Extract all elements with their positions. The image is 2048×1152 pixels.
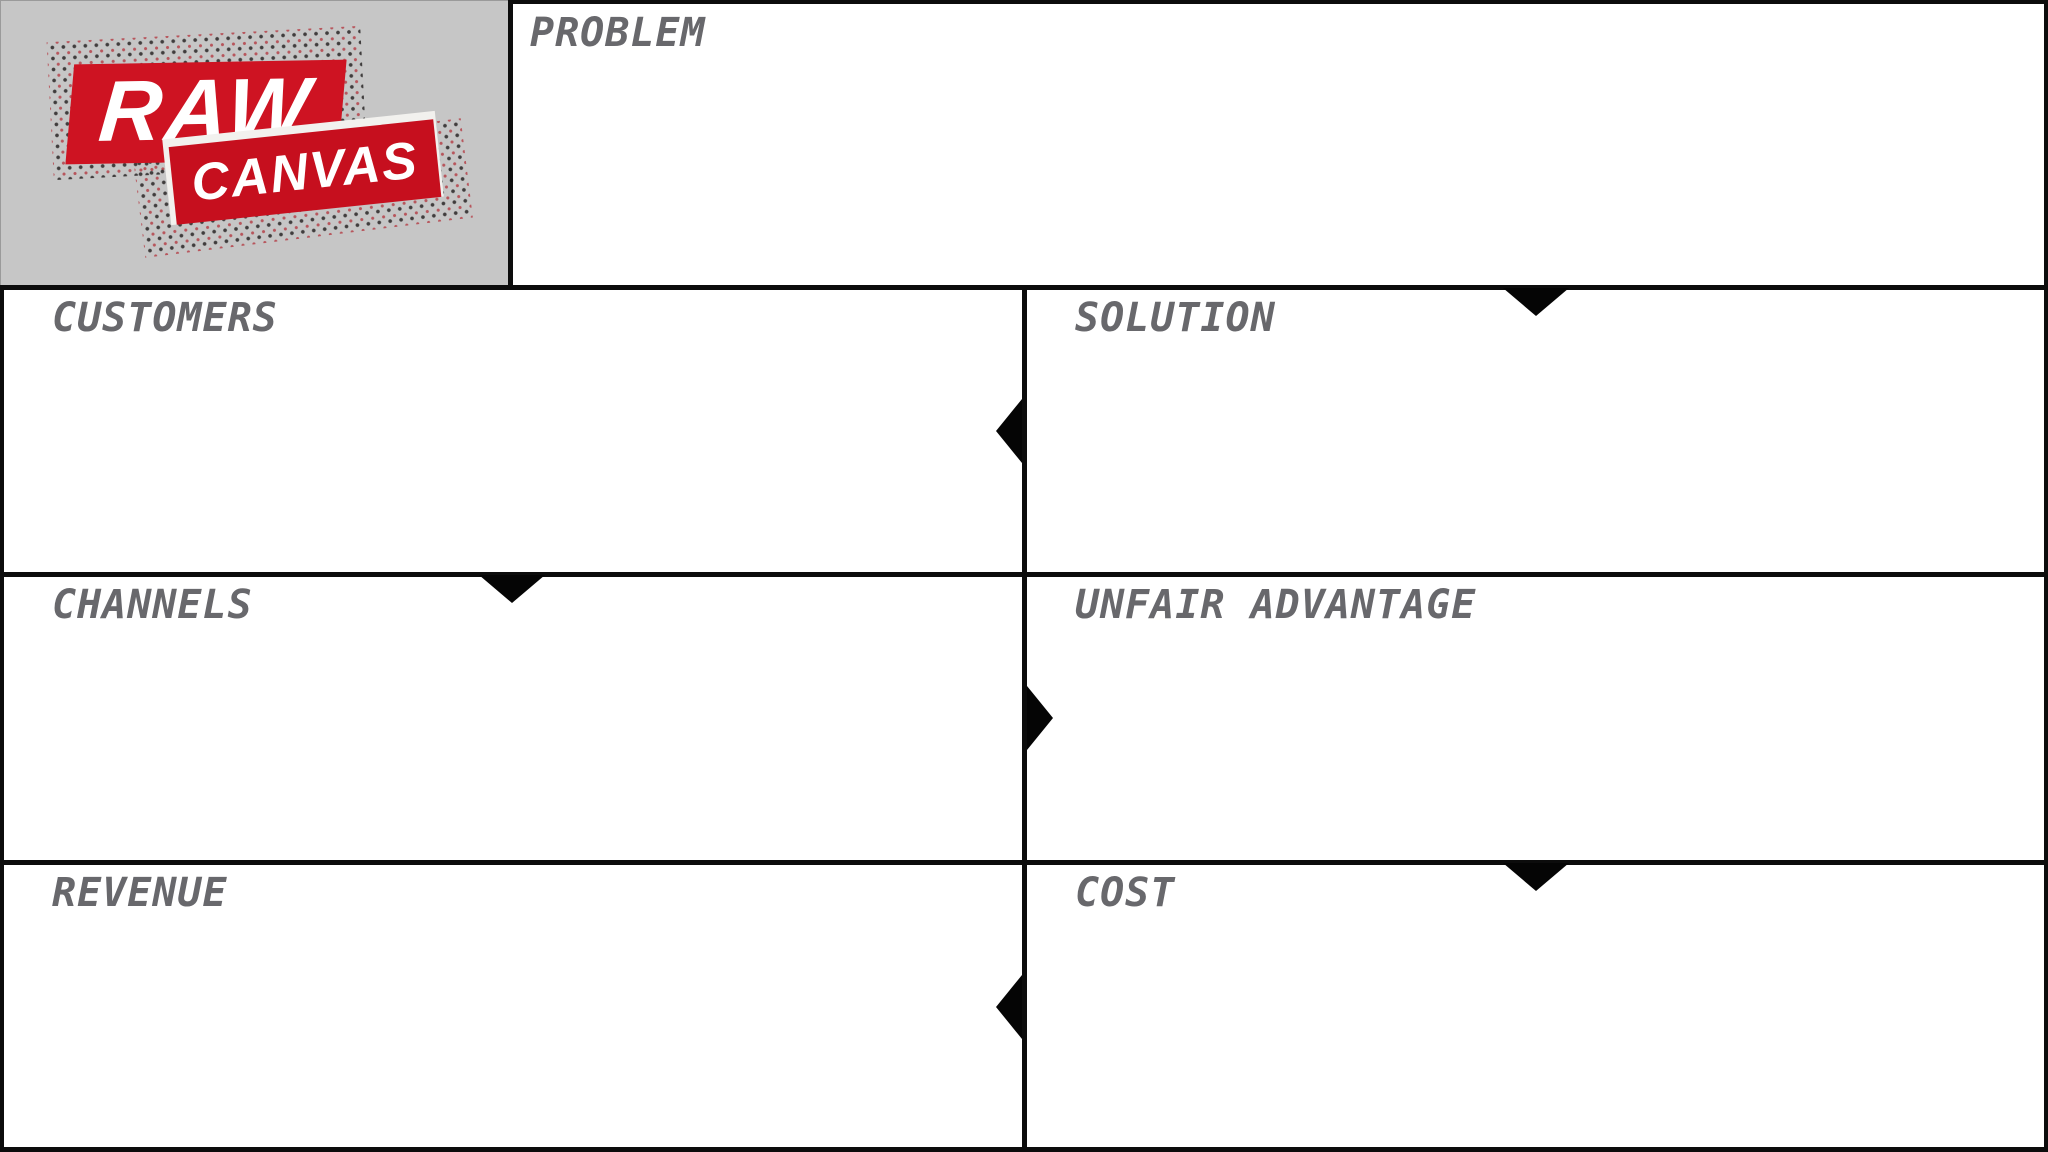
section-unfair-advantage-label: UNFAIR ADVANTAGE (1075, 582, 1477, 628)
section-cost-label: COST (1075, 870, 1176, 916)
section-customers-label: CUSTOMERS (52, 295, 278, 341)
arrow-into-channels-icon (479, 575, 545, 603)
section-cost: COST (1027, 865, 2044, 1147)
section-revenue: REVENUE (4, 865, 1022, 1147)
section-solution: SOLUTION (1027, 290, 2044, 572)
section-unfair-advantage: UNFAIR ADVANTAGE (1027, 577, 2044, 860)
logo-panel: RAW CANVAS (0, 0, 513, 290)
section-channels: CHANNELS (4, 577, 1022, 860)
section-channels-label: CHANNELS (52, 582, 253, 628)
arrow-into-customers-icon (996, 399, 1022, 463)
arrow-into-unfair-advantage-icon (1027, 686, 1053, 750)
section-customers: CUSTOMERS (4, 290, 1022, 572)
arrow-into-cost-icon (1503, 863, 1569, 891)
arrow-into-revenue-icon (996, 975, 1022, 1039)
section-solution-label: SOLUTION (1075, 295, 1276, 341)
board-border-top (0, 0, 2048, 4)
section-revenue-label: REVENUE (52, 870, 228, 916)
logo-canvas-text: CANVAS (188, 131, 422, 213)
section-problem: PROBLEM (513, 0, 2044, 285)
section-problem-label: PROBLEM (530, 10, 706, 56)
arrow-into-solution-icon (1503, 288, 1569, 316)
grid-line-center-vertical (1022, 285, 1027, 1152)
